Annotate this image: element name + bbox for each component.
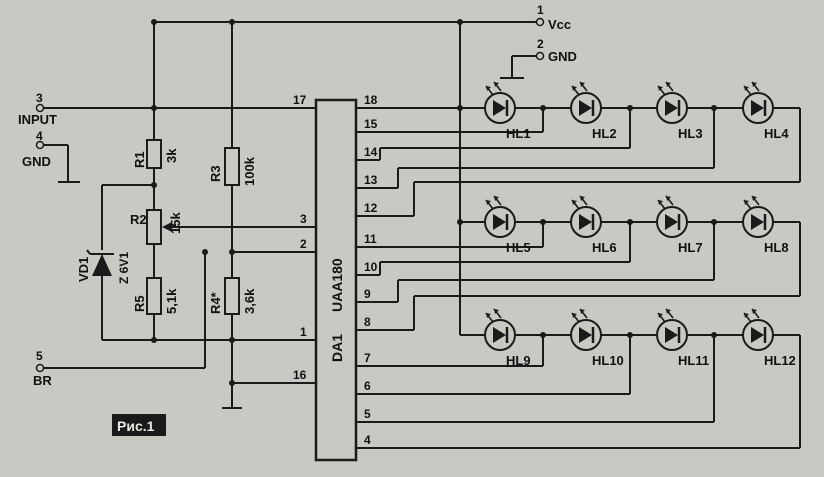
r3-ref: R3 xyxy=(208,165,223,182)
terminal-vcc: 1 Vcc xyxy=(535,3,571,32)
resistor-r2: R2 15k xyxy=(130,209,183,245)
resistor-r3: R3 100k xyxy=(208,147,257,186)
led-hl10: HL10 xyxy=(570,308,624,368)
terminal-4-name: GND xyxy=(22,154,51,169)
terminal-4-number: 4 xyxy=(36,129,43,143)
junctions xyxy=(151,19,717,386)
vd1-part: Z 6V1 xyxy=(117,252,131,284)
caption-text: Рис.1 xyxy=(117,418,155,434)
r1-value: 3k xyxy=(164,148,179,163)
led-label: HL12 xyxy=(764,353,796,368)
led-hl11: HL11 xyxy=(656,308,709,368)
led-hl7: HL7 xyxy=(656,195,703,255)
terminal-input: 3 INPUT xyxy=(18,91,57,127)
led-label: HL8 xyxy=(764,240,789,255)
led-label: HL5 xyxy=(506,240,531,255)
ic-ref: DA1 xyxy=(329,334,345,362)
resistor-r5: R5 5,1k xyxy=(132,277,179,315)
led-hl8: HL8 xyxy=(742,195,789,255)
terminal-2-name: GND xyxy=(548,49,577,64)
terminal-br: 5 BR xyxy=(33,349,52,388)
pin-label: 13 xyxy=(364,173,378,187)
pin-label: 3 xyxy=(300,212,307,226)
zener-diode-vd1: VD1 Z 6V1 xyxy=(76,249,131,284)
terminal-1-number: 1 xyxy=(537,3,544,17)
r2-ref: R2 xyxy=(130,212,147,227)
resistor-r1: R1 3k xyxy=(132,139,179,169)
pin-label: 5 xyxy=(364,407,371,421)
terminal-5-name: BR xyxy=(33,373,52,388)
ic-da1: UAA180 DA1 xyxy=(314,98,358,462)
pin-label: 17 xyxy=(293,93,307,107)
pin-label: 1 xyxy=(300,325,307,339)
terminal-2-number: 2 xyxy=(537,37,544,51)
r4-value: 3,6k xyxy=(242,288,257,314)
led-hl12: HL12 xyxy=(742,308,796,368)
led-hl2: HL2 xyxy=(570,81,617,141)
pin-label: 6 xyxy=(364,379,371,393)
pin-label: 18 xyxy=(364,93,378,107)
led-hl1: HL1 xyxy=(484,81,531,141)
terminal-3-number: 3 xyxy=(36,91,43,105)
figure-caption: Рис.1 xyxy=(112,414,166,436)
pin-label: 12 xyxy=(364,201,378,215)
terminal-1-name: Vcc xyxy=(548,17,571,32)
r1-ref: R1 xyxy=(132,151,147,168)
r5-ref: R5 xyxy=(132,295,147,312)
pin-label: 7 xyxy=(364,351,371,365)
led-label: HL2 xyxy=(592,126,617,141)
led-label: HL9 xyxy=(506,353,531,368)
resistor-r4: R4* 3,6k xyxy=(208,277,257,315)
terminal-3-name: INPUT xyxy=(18,112,57,127)
pin-label: 9 xyxy=(364,287,371,301)
terminal-gnd-2: 2 GND xyxy=(535,37,577,64)
ic-right-pin-labels: 18 15 14 13 12 11 10 9 8 7 6 5 4 xyxy=(364,93,378,447)
led-label: HL4 xyxy=(764,126,789,141)
pin-label: 4 xyxy=(364,433,371,447)
led-hl6: HL6 xyxy=(570,195,617,255)
led-hl4: HL4 xyxy=(742,81,789,141)
led-hl9: HL9 xyxy=(484,308,531,368)
led-label: HL7 xyxy=(678,240,703,255)
terminal-gnd-4: 4 GND xyxy=(22,129,51,169)
led-hl3: HL3 xyxy=(656,81,703,141)
led-label: HL1 xyxy=(506,126,531,141)
led-label: HL3 xyxy=(678,126,703,141)
pin-label: 2 xyxy=(300,237,307,251)
terminal-5-number: 5 xyxy=(36,349,43,363)
ic-left-pin-labels: 17 3 2 1 16 xyxy=(293,93,307,382)
ic-part: UAA180 xyxy=(329,258,345,312)
pin-label: 11 xyxy=(364,232,377,246)
r4-ref: R4* xyxy=(208,291,223,314)
pin-label: 8 xyxy=(364,315,371,329)
r2-value: 15k xyxy=(168,212,183,234)
pin-label: 10 xyxy=(364,260,378,274)
pin-label: 15 xyxy=(364,117,378,131)
r3-value: 100k xyxy=(242,156,257,186)
led-label: HL11 xyxy=(678,353,709,368)
r5-value: 5,1k xyxy=(164,288,179,314)
led-hl5: HL5 xyxy=(484,195,531,255)
led-label: HL6 xyxy=(592,240,617,255)
pin-label: 14 xyxy=(364,145,378,159)
led-label: HL10 xyxy=(592,353,624,368)
vd1-ref: VD1 xyxy=(76,257,91,282)
pin-label: 16 xyxy=(293,368,307,382)
